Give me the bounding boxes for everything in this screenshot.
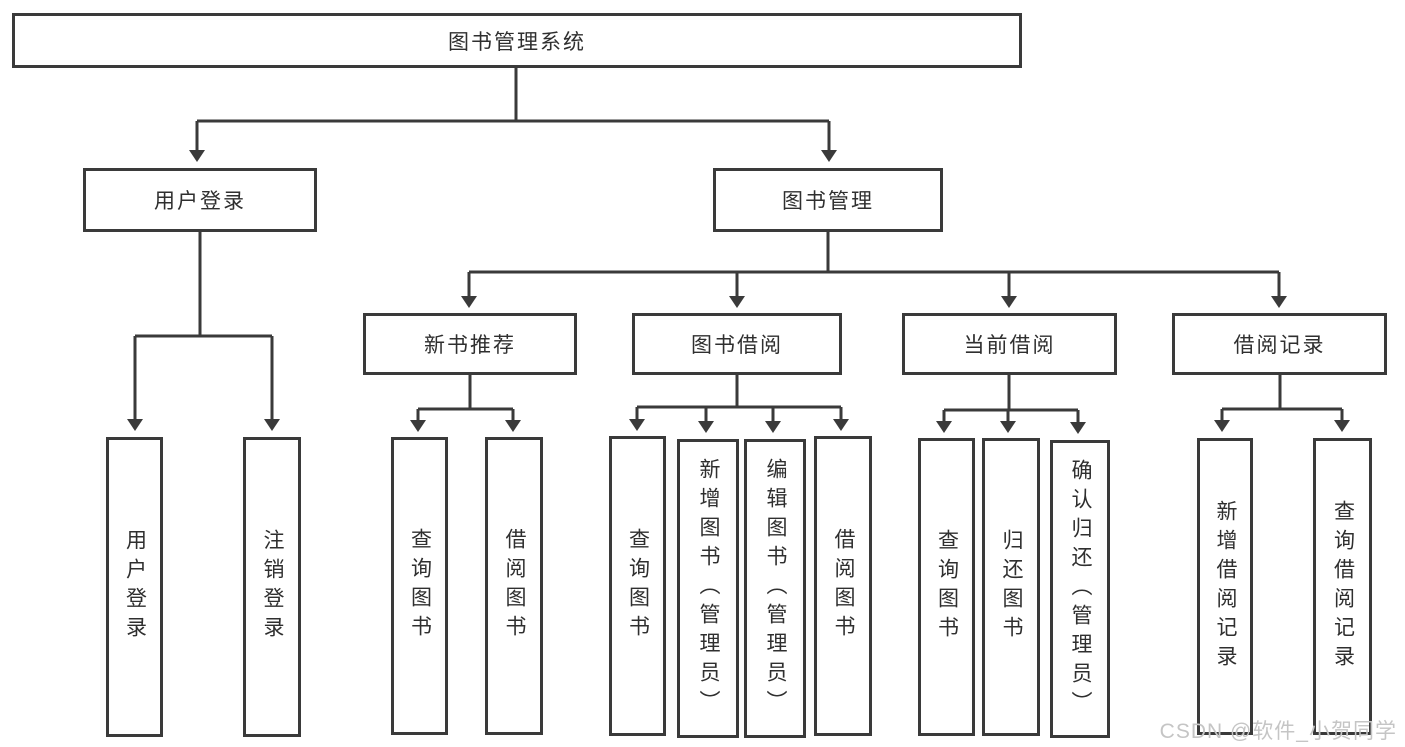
node-label: 用户登录 bbox=[123, 529, 147, 645]
leaf-query-books: 查询图书 bbox=[391, 437, 448, 735]
node-label: 借阅图书 bbox=[832, 528, 855, 644]
leaf-add-book-admin: 新增图书（管理员） bbox=[677, 439, 739, 738]
node-label: 查询借阅记录 bbox=[1331, 499, 1355, 674]
node-label: 图书管理系统 bbox=[448, 30, 586, 54]
node-label: 图书管理 bbox=[782, 190, 874, 213]
leaf-borrow-books: 借阅图书 bbox=[485, 437, 543, 735]
node-label: 归还图书 bbox=[1000, 529, 1023, 645]
node-label: 确认归还（管理员） bbox=[1069, 458, 1092, 720]
node-label: 注销登录 bbox=[261, 529, 284, 645]
node-label: 查询图书 bbox=[626, 528, 650, 644]
node-label: 图书借阅 bbox=[691, 334, 783, 357]
leaf-edit-book-admin: 编辑图书（管理员） bbox=[744, 439, 806, 738]
node-borrowing-records: 借阅记录 bbox=[1172, 313, 1387, 375]
node-new-book-recommend: 新书推荐 bbox=[363, 313, 577, 375]
leaf-confirm-return-admin: 确认归还（管理员） bbox=[1050, 440, 1110, 738]
node-label: 查询图书 bbox=[408, 528, 432, 644]
node-user-login: 用户登录 bbox=[83, 168, 317, 232]
node-book-management: 图书管理 bbox=[713, 168, 943, 232]
node-label: 新增图书（管理员） bbox=[697, 458, 720, 719]
leaf-return-book: 归还图书 bbox=[982, 438, 1040, 736]
node-book-borrowing: 图书借阅 bbox=[632, 313, 842, 375]
node-label: 当前借阅 bbox=[963, 334, 1056, 357]
leaf-query-books: 查询图书 bbox=[609, 436, 666, 736]
leaf-query-books: 查询图书 bbox=[918, 438, 975, 736]
node-label: 新书推荐 bbox=[424, 334, 516, 357]
leaf-user-login: 用户登录 bbox=[106, 437, 163, 737]
node-label: 编辑图书（管理员） bbox=[764, 458, 787, 719]
leaf-add-borrow-record: 新增借阅记录 bbox=[1197, 438, 1253, 735]
node-library-management-system: 图书管理系统 bbox=[12, 13, 1022, 68]
node-label: 借阅图书 bbox=[503, 528, 526, 644]
leaf-logout: 注销登录 bbox=[243, 437, 301, 737]
node-label: 借阅记录 bbox=[1233, 334, 1326, 357]
leaf-borrow-books: 借阅图书 bbox=[814, 436, 872, 736]
leaf-query-borrow-record: 查询借阅记录 bbox=[1313, 438, 1372, 735]
node-label: 新增借阅记录 bbox=[1214, 499, 1237, 674]
node-label: 查询图书 bbox=[935, 529, 959, 645]
node-current-borrowing: 当前借阅 bbox=[902, 313, 1117, 375]
node-label: 用户登录 bbox=[154, 190, 246, 213]
